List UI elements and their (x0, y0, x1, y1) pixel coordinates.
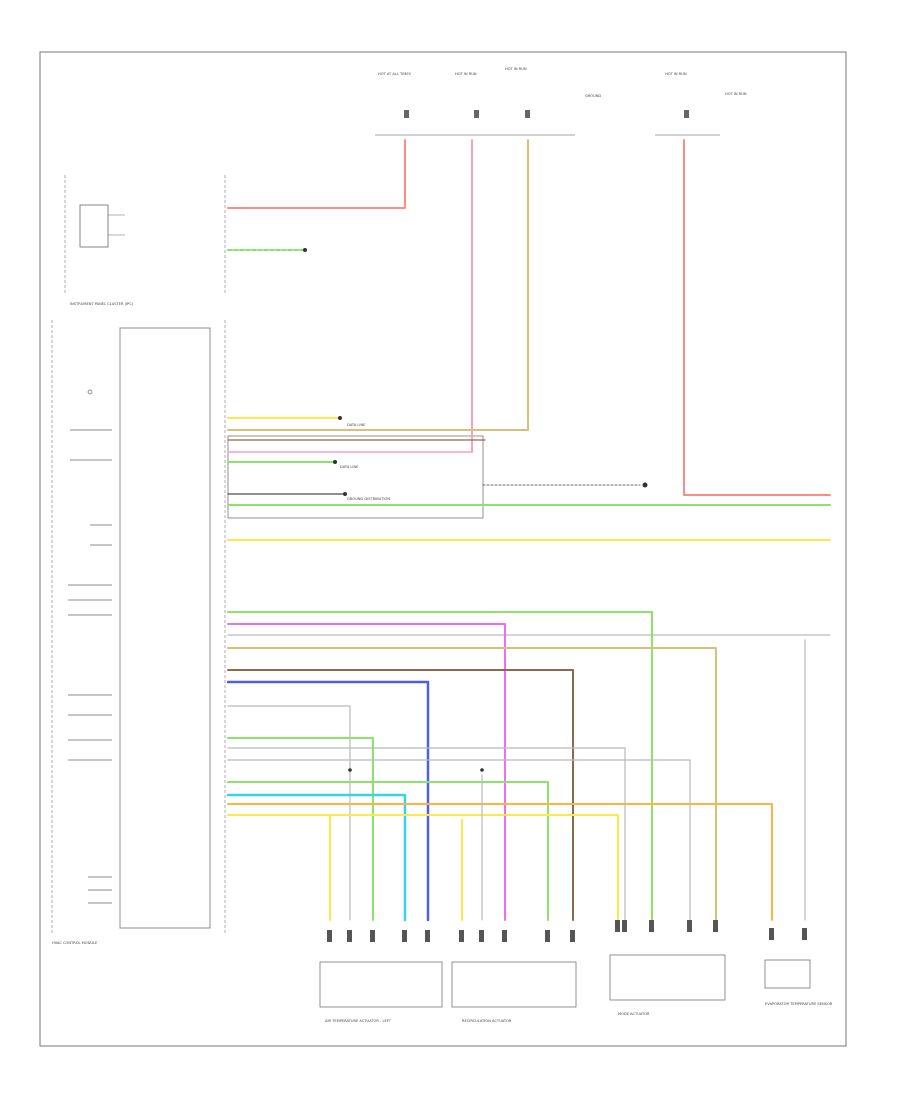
source-label-hot-in-run-1: HOT IN RUN (455, 72, 477, 76)
actuator-box-mode (609, 954, 726, 1001)
internal-switches (68, 389, 112, 904)
fuse-icon (525, 110, 530, 118)
cluster-component-box (79, 204, 109, 248)
switch-icon (87, 389, 93, 395)
wire-tan-vertical (227, 139, 529, 431)
wire-brown-recirc (227, 669, 574, 921)
fuse-icon (474, 110, 479, 118)
actuator-labels: AIR TEMPERATURE ACTUATOR - LEFT RECIRCUL… (325, 1002, 833, 1023)
wire-orange (227, 803, 773, 921)
wire-green-mode (227, 611, 653, 921)
wire-blue (226, 680, 430, 922)
actuator-box-air-temp (319, 961, 443, 1008)
hvac-control-module: HVAC CONTROL MODULE (51, 320, 226, 945)
power-source-labels: HOT AT ALL TIMES HOT IN RUN HOT IN RUN G… (378, 67, 747, 98)
note-data-line-2: DATA LINE (340, 465, 359, 469)
actuator-boxes (319, 954, 811, 1008)
actuator-label-recirc: RECIRCULATION ACTUATOR (462, 1019, 512, 1023)
source-label-hot-in-run-4: HOT IN RUN (665, 72, 687, 76)
wire-red-ipc (227, 139, 406, 209)
actuator-label-mode: MODE ACTUATOR (618, 1012, 650, 1016)
connector-stubs (327, 920, 807, 942)
source-label-hot-at-all-times: HOT AT ALL TIMES (378, 72, 412, 76)
wire-magenta (227, 623, 506, 921)
wire-tan-mode (227, 647, 717, 921)
junction-box (227, 435, 484, 519)
instrument-panel-cluster: INSTRUMENT PANEL CLUSTER (IPC) (64, 175, 226, 306)
fuse-glyphs (404, 110, 689, 118)
note-data-line-1: DATA LINE (347, 423, 366, 427)
actuator-label-evap: EVAPORATOR TEMPERATURE SENSOR (765, 1002, 833, 1006)
hvac-module-inner-box (119, 327, 211, 929)
note-ground-dist: GROUND DISTRIBUTION (347, 497, 390, 501)
fuse-icon (684, 110, 689, 118)
wire-cyan (226, 793, 407, 922)
instrument-cluster-title: INSTRUMENT PANEL CLUSTER (IPC) (70, 302, 134, 306)
wire-yellow-evap (227, 814, 619, 921)
source-label-ground-block: GROUND (585, 94, 601, 98)
wire-gray-2 (227, 747, 626, 921)
wire-green-3 (227, 781, 549, 921)
hvac-module-title: HVAC CONTROL MODULE (52, 941, 98, 945)
actuator-box-recirc (451, 961, 577, 1008)
diagram-frame (39, 51, 847, 1047)
terminal-dots (303, 248, 648, 772)
wires (226, 139, 831, 922)
actuator-label-air-temp: AIR TEMPERATURE ACTUATOR - LEFT (325, 1019, 392, 1023)
wire-red-right (683, 139, 831, 496)
wire-green-2 (227, 737, 374, 921)
source-label-hot-in-run-3: HOT IN RUN (725, 92, 747, 96)
diagram-notes: DATA LINE DATA LINE GROUND DISTRIBUTION (340, 423, 390, 501)
wire-gray-3 (227, 759, 691, 921)
wire-gray-1 (227, 705, 351, 921)
fuse-icon (404, 110, 409, 118)
actuator-box-evap (764, 959, 811, 989)
source-label-hot-in-run-2: HOT IN RUN (505, 67, 527, 71)
